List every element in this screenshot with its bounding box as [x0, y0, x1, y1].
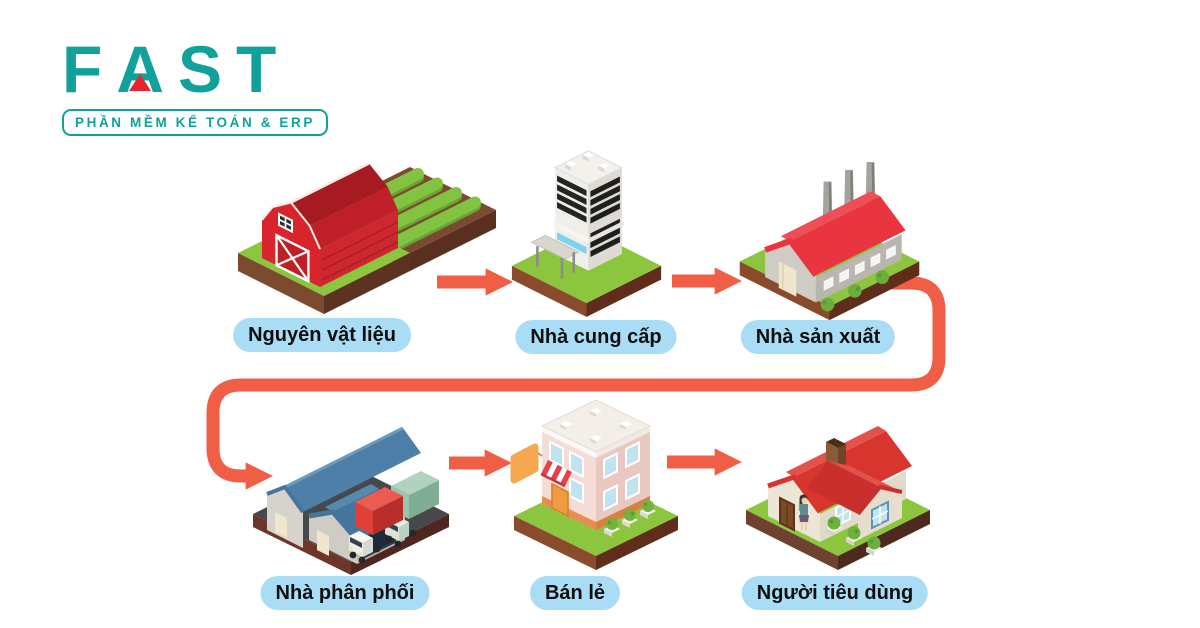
logo-tagline: PHẦN MỀM KẾ TOÁN & ERP — [62, 109, 328, 136]
supplier-label: Nhà cung cấp — [515, 320, 677, 354]
logo-letter-text: F — [62, 32, 103, 106]
factory-node — [730, 160, 930, 328]
distributor-label: Nhà phân phối — [260, 576, 430, 610]
factory-icon — [739, 162, 920, 321]
retail-label: Bán lẻ — [529, 576, 621, 610]
consumer-label: Người tiêu dùng — [741, 576, 929, 610]
supplier-node — [506, 138, 668, 320]
barn-icon — [238, 162, 496, 314]
manufacturer-label: Nhà sản xuất — [740, 320, 896, 354]
office-building-icon — [511, 150, 662, 317]
house-node — [738, 398, 938, 573]
logo-wordmark: F A S T — [62, 36, 276, 102]
shop-node — [508, 398, 683, 578]
shop-icon — [510, 399, 678, 570]
logo-a-triangle-icon — [129, 74, 152, 91]
farm-node — [228, 146, 496, 321]
fast-logo: F A S T PHẦN MỀM KẾ TOÁN & ERP — [62, 36, 328, 136]
logo-letter-f: F — [62, 36, 102, 102]
logo-letter-text: T — [236, 32, 277, 106]
logo-letter-text: A — [116, 32, 164, 106]
logo-letter-text: S — [178, 32, 223, 106]
arrow-manufacturer-to-distributor-loop — [206, 276, 946, 490]
house-icon — [746, 426, 930, 570]
logo-letter-a: A — [116, 36, 164, 102]
logo-letter-t: T — [236, 36, 276, 102]
logo-letter-s: S — [178, 36, 222, 102]
raw-materials-label: Nguyên vật liệu — [233, 318, 411, 352]
warehouse-node — [245, 426, 460, 576]
warehouse-icon — [253, 426, 449, 575]
